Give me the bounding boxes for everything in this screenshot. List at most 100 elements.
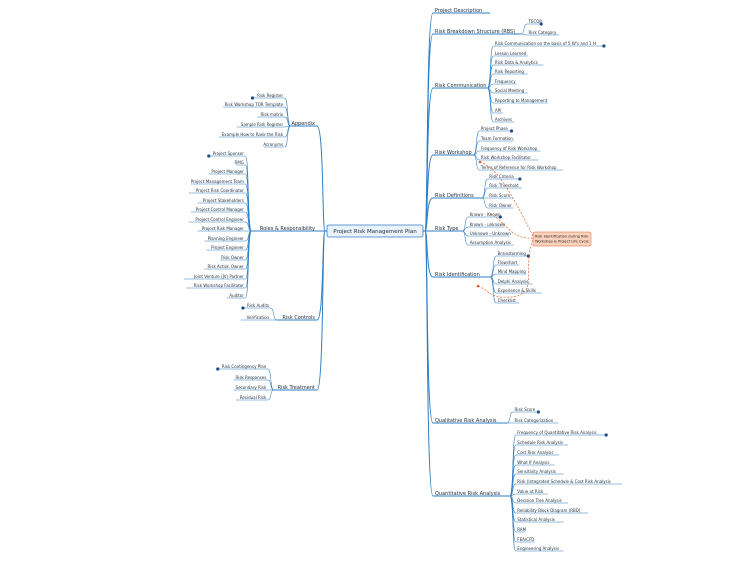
node-project-manager[interactable]: Project Manager [211,169,244,174]
node-reliability-block-diagram-rbd[interactable]: Reliability Block Diagram (RBD) [517,508,581,513]
node-sensitivity-analysis[interactable]: Sensitivity Analysis [517,469,556,474]
node-risk-workshop-facilitator[interactable]: Risk Workshop Facilitator [481,155,532,160]
node-risk-contingency-plan[interactable]: Risk Contingency Plan [222,364,267,369]
node-risk-matrix[interactable]: Risk matrix [260,112,283,117]
node-frequency-of-risk-workshop[interactable]: Frequency of Risk Workshop [481,146,538,151]
branch-risk-breakdown-structure-rbs[interactable]: Risk Breakdown Structure (RBS) [435,29,515,35]
node-brainstorming[interactable]: Brainstorming [498,251,527,256]
branch-risk-workshop[interactable]: Risk Workshop [435,150,472,156]
node-project-phase[interactable]: Project Phase [481,126,508,131]
node-sample-risk-register[interactable]: Sample Risk Register [241,122,284,127]
node-secondary-risk[interactable]: Secondary Risk [236,385,267,390]
callout-note-box[interactable] [532,231,592,247]
node-decision-tree-analysis[interactable]: Decision Tree Analysis [517,498,561,503]
node-api[interactable]: API [495,108,501,113]
node-assumption-analysis[interactable]: Assumption Analysis [470,240,511,245]
collapse-dot-icon[interactable] [498,215,502,219]
collapse-dot-icon[interactable] [509,129,514,133]
node-archives[interactable]: Archives [495,117,512,122]
node-tecop[interactable]: TECOP [528,19,543,24]
node-acronyms[interactable]: Acronyms [263,142,283,147]
collapse-dot-icon[interactable] [216,367,220,371]
node-delphi-analysis[interactable]: Delphi Analysis [498,279,529,284]
node-risk-register[interactable]: Risk Register [257,93,283,98]
node-project-sponsor[interactable]: Project Sponsor [213,151,245,156]
node-value-at-risk[interactable]: Value at Risk [517,489,544,494]
node-ram[interactable]: RAM [517,527,526,532]
node-lesson-learned[interactable]: Lesson Learned [495,51,527,56]
node-mind-mapping[interactable]: Mind Mapping [498,269,527,274]
node-planning-engineer[interactable]: Planning Engineer [208,236,245,241]
collapse-dot-icon[interactable] [536,410,541,414]
branch-risk-identification[interactable]: Risk Identification [435,272,480,278]
branch-roles-responsibility[interactable]: Roles & Responsibility [260,226,315,232]
node-risk-workshop-tor-template[interactable]: Risk Workshop TOR Template [225,102,284,107]
node-verification[interactable]: Verification [247,315,270,320]
node-fea-cfd[interactable]: FEA/CFD [517,537,534,542]
branch-qualitative-risk-analysis[interactable]: Qualitative Risk Analysis [435,418,497,424]
node-team-formation[interactable]: Team Formation [480,136,513,141]
callout-note-line[interactable]: Workshop & Project Life Cycle [535,240,589,244]
node-risk-score[interactable]: Risk Score [489,193,510,198]
node-project-risk-coordinator[interactable]: Project Risk Coordinator [196,188,244,193]
node-auditor[interactable]: Auditor [229,293,244,298]
node-known-unknown[interactable]: Known - unknown [470,222,506,227]
branch-quantitative-risk-analysis[interactable]: Quantitative Risk Analysis [435,491,501,497]
node-project-risk-manager[interactable]: Project Risk Manager [202,226,244,231]
node-residual-risk[interactable]: Residual Risk [240,395,267,400]
node-experience-skills[interactable]: Experience & Skills [498,288,536,293]
node-risk-responses[interactable]: Risk Responses [235,375,266,380]
node-engineering-analysis[interactable]: Engineering Analysis [517,546,559,551]
collapse-dot-icon[interactable] [250,96,255,100]
collapse-dot-icon[interactable] [207,154,211,158]
node-risk-owner[interactable]: Risk Owner [489,203,512,208]
node-what-if-analysis[interactable]: What If Analysis [517,460,549,465]
node-risk-audits[interactable]: Risk Audits [247,303,269,308]
node-risk-owner[interactable]: Risk Owner [221,255,244,260]
branch-project-description[interactable]: Project Description [435,8,482,14]
node-social-meeting[interactable]: Social Meeting [495,88,525,93]
node-risk-threshold[interactable]: Risk Threshold [489,183,519,188]
node-frequency[interactable]: Frequency [495,79,516,84]
collapse-dot-icon[interactable] [604,433,608,437]
node-risk-score[interactable]: Risk Score [515,407,536,412]
central-topic[interactable]: Project Risk Management Plan [333,229,417,235]
node-risk-categorization[interactable]: Risk Categorization [515,418,554,423]
node-risk-criteria[interactable]: Risk Criteria [489,174,514,179]
node-schedule-risk-analysis[interactable]: Schedule Risk Analysis [517,440,563,445]
branch-risk-treatment[interactable]: Risk Treatment [278,385,315,391]
node-frequency-of-quantitative-risk-analysis[interactable]: Frequency of Quantitative Risk Analysis [517,430,596,435]
node-terms-of-reference-for-risk-workshop[interactable]: Terms of Reference for Risk Workshop [480,165,557,170]
central-topic-box[interactable] [326,224,424,238]
branch-risk-communication[interactable]: Risk Communication [435,83,486,89]
node-project-management-team[interactable]: Project Management Team [191,179,244,184]
node-risk-category[interactable]: Risk Category [529,30,557,35]
collapse-dot-icon[interactable] [518,177,522,181]
node-unknown-unknown[interactable]: Unknown - Unknown [470,231,512,236]
node-cost-risk-analysis[interactable]: Cost Risk Analysis [517,450,553,455]
branch-risk-controls[interactable]: Risk Controls [282,315,315,321]
callout-note-line[interactable]: Risk Identification during Risk [535,235,589,239]
node-known-known[interactable]: Known - Known [470,212,501,217]
node-risk-data-analytics[interactable]: Risk Data & Analytics [495,60,538,65]
node-joint-venture-jv-partner[interactable]: Joint Venture (JV) Partner [193,274,244,279]
node-checklist[interactable]: Checklist [498,298,517,303]
node-statistical-analysis[interactable]: Statistical Analysis [517,517,555,522]
node-risk-integrated-schedule-cost-risk-analysis[interactable]: Risk (Integrated Schedule & Cost Risk An… [517,479,611,484]
node-project-stakeholders[interactable]: Project Stakeholders [203,198,244,203]
branch-appendix[interactable]: Appendix [291,121,315,127]
node-risk-communication-on-the-basis-of-5-w-s-and-1-h[interactable]: Risk Communication on the basis of 5 W's… [495,41,596,46]
node-risk-action-owner[interactable]: Risk Action Owner [207,264,244,269]
collapse-dot-icon[interactable] [539,22,543,26]
node-project-engineer[interactable]: Project Engineer [211,245,244,250]
node-project-control-engineer[interactable]: Project Control Engineer [195,217,244,222]
node-project-control-manager[interactable]: Project Control Manager [196,207,245,212]
collapse-dot-icon[interactable] [602,44,606,48]
node-flowchart[interactable]: Flowchart [498,260,518,265]
node-rmg[interactable]: RMG [235,160,244,165]
node-example-how-to-rank-the-risk[interactable]: Example How to Rank the Risk [222,132,284,137]
node-risk-workshop-facilitator[interactable]: Risk Workshop Facilitator [194,283,245,288]
node-reporting-to-management[interactable]: Reporting to Management [495,98,548,103]
node-risk-reporting[interactable]: Risk Reporting [495,69,524,74]
branch-risk-type[interactable]: Risk Type [435,226,458,232]
